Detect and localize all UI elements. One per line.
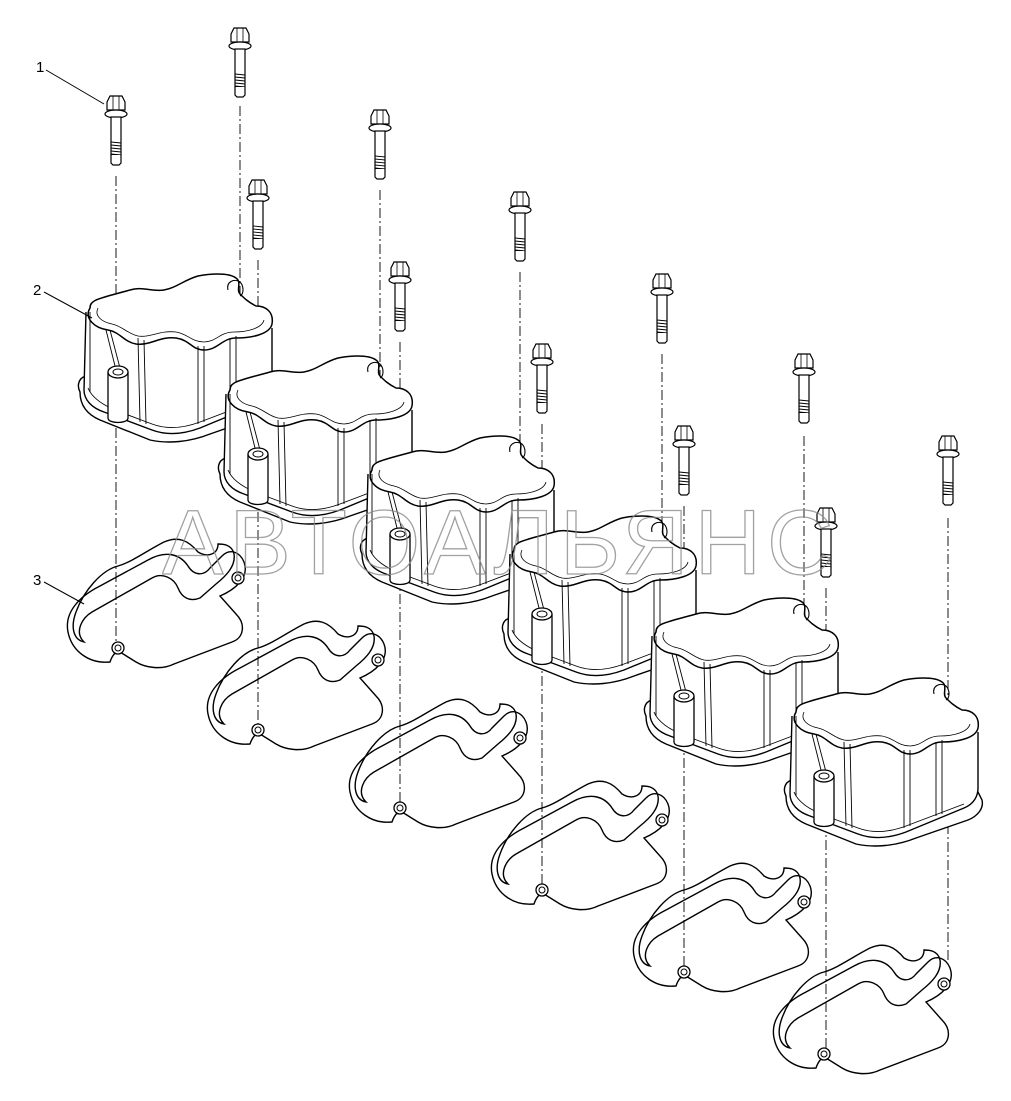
bolt-7	[530, 343, 554, 414]
leader-line-1	[45, 69, 105, 105]
bolt-6	[508, 191, 532, 262]
bolt-9	[672, 425, 696, 496]
bolt-5	[388, 261, 412, 332]
bolt-10	[792, 353, 816, 424]
callout-label-1: 1	[36, 59, 45, 76]
callout-label-2: 2	[33, 282, 42, 299]
bolt-11	[814, 507, 838, 578]
leader-line-2	[43, 291, 93, 319]
bolt-8	[650, 273, 674, 344]
bolt-12	[936, 435, 960, 506]
valve-covers-group	[77, 273, 984, 847]
gasket-1	[66, 538, 246, 669]
valve-cover-6	[783, 677, 984, 847]
bolt-1	[104, 95, 128, 166]
bolt-3	[246, 179, 270, 250]
callout-label-3: 3	[33, 572, 42, 589]
leader-line-3	[43, 581, 85, 605]
leader-lines	[43, 69, 105, 605]
bolt-2	[228, 27, 252, 98]
bolt-4	[368, 109, 392, 180]
gasket-3	[348, 698, 528, 829]
